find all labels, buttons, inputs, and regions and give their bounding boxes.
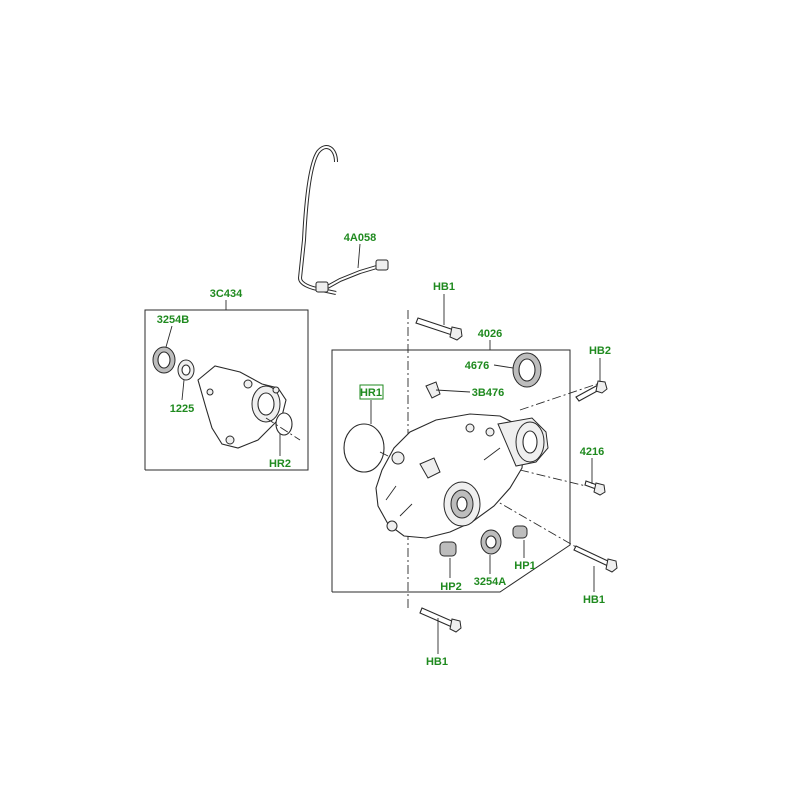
label-hp1: HP1 [514,560,535,572]
seal-3254a [480,529,502,555]
plug-hp1 [512,525,528,539]
label-hp2: HP2 [440,581,461,593]
label-3254b: 3254B [157,314,189,326]
leader-1225 [181,379,185,401]
label-4216: 4216 [580,446,604,458]
axis-line-4216 [519,469,587,487]
group-frame-3c434 [144,309,309,471]
vent-tube-4a058 [297,145,389,295]
label-hr2: HR2 [269,458,291,470]
seal-4676 [512,352,542,388]
group-frame-4026 [331,349,571,593]
label-3c434: 3C434 [210,288,243,300]
plug-hp2 [439,541,457,557]
differential-housing-4026 [375,413,549,539]
bolt-hb1-right [573,545,618,573]
label-hr1: HR1 [360,387,382,399]
bolt-hb1-bottom [419,607,462,633]
seal-3254b [152,346,176,374]
leader-3254b [165,325,173,348]
bolt-hb1-top [415,317,463,341]
leader-3b476 [435,389,471,393]
axis-line-left [265,417,301,441]
label-4a058: 4A058 [344,232,376,244]
label-4676: 4676 [465,360,489,372]
o-ring-hr1 [343,423,385,473]
label-hb1-bottom: HB1 [426,656,448,668]
bolt-4216 [584,480,606,496]
label-hb1-top: HB1 [433,281,455,293]
label-hb2: HB2 [589,345,611,357]
leader-4a058 [357,243,361,269]
label-4026: 4026 [478,328,502,340]
leader-4676 [493,364,514,369]
axis-line-hb2 [519,382,601,411]
label-hb1-right: HB1 [583,594,605,606]
extension-housing [197,365,287,449]
label-1225: 1225 [170,403,194,415]
bolt-hb2 [575,380,608,402]
clip-3b476 [425,381,441,399]
label-3254a: 3254A [474,576,506,588]
label-hr1-box [359,384,384,400]
label-3b476: 3B476 [472,387,504,399]
o-ring-hr2 [275,412,293,436]
bearing-1225 [177,359,195,381]
